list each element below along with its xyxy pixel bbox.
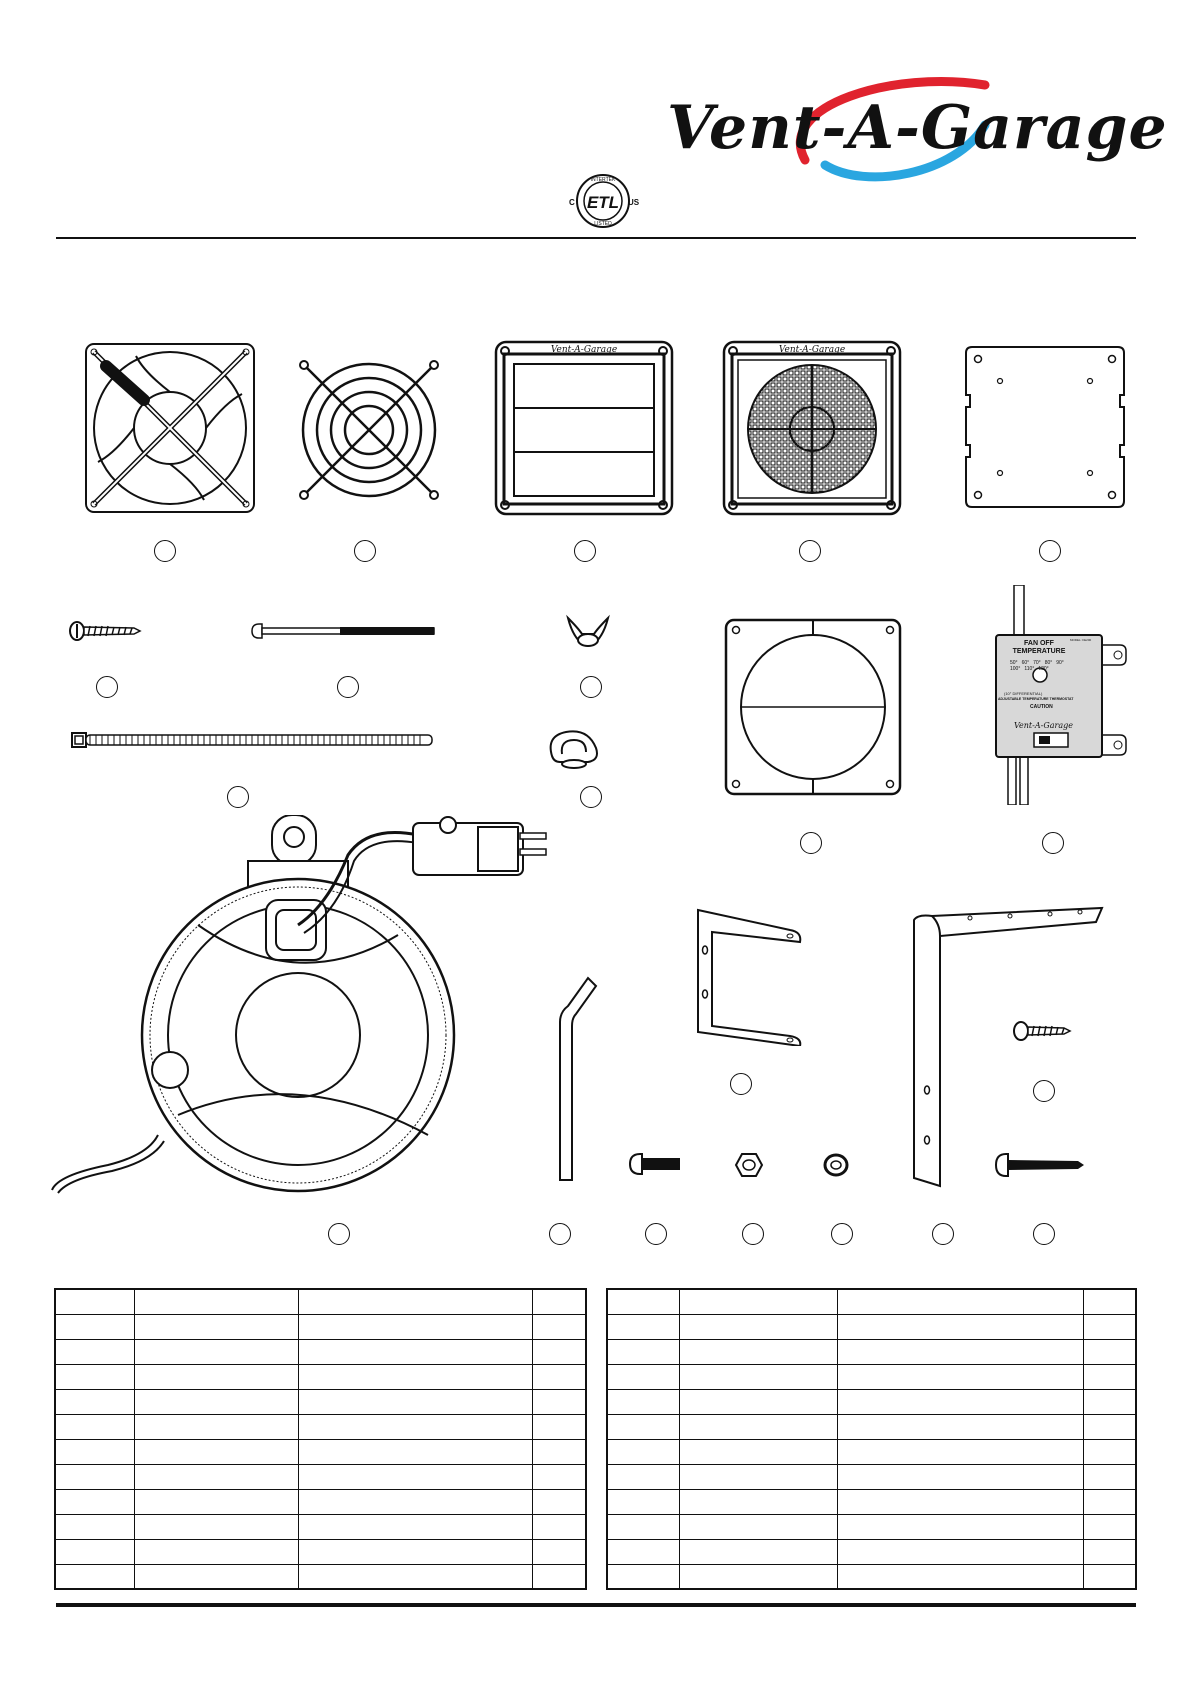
etl-listed-mark: ETL INTERTEK LISTED C US bbox=[566, 168, 640, 234]
callout-circle bbox=[799, 540, 821, 562]
table-row bbox=[606, 1388, 1137, 1415]
thermostat-caution: CAUTION bbox=[1030, 704, 1053, 710]
callout-circle bbox=[1039, 540, 1061, 562]
filter-brand-text: Vent-A-Garage bbox=[779, 345, 845, 355]
l-bracket-icon bbox=[913, 906, 1104, 1188]
hex-nut-icon bbox=[734, 1153, 764, 1177]
parts-table-right bbox=[606, 1288, 1137, 1590]
etl-ring-text-bottom: LISTED bbox=[594, 221, 612, 227]
logo-swoosh bbox=[795, 77, 990, 182]
table-row bbox=[54, 1513, 587, 1540]
parts-table-left bbox=[54, 1288, 587, 1590]
table-row bbox=[54, 1538, 587, 1565]
fan-icon bbox=[85, 343, 255, 513]
thermostat-title: FAN OFF TEMPERATURE bbox=[1012, 640, 1066, 655]
table-row bbox=[54, 1388, 587, 1415]
table-row bbox=[606, 1338, 1137, 1365]
brand-logo: Vent-A-Garage bbox=[655, 65, 1167, 185]
short-screw-icon bbox=[628, 1153, 680, 1175]
table-row bbox=[54, 1313, 587, 1340]
table-row bbox=[606, 1563, 1137, 1590]
wood-screw-icon bbox=[69, 621, 142, 641]
cable-clamp-icon bbox=[549, 730, 598, 769]
table-row bbox=[606, 1438, 1137, 1465]
lock-washer-icon bbox=[823, 1153, 849, 1177]
finger-guard-icon bbox=[299, 360, 439, 500]
table-row bbox=[54, 1288, 587, 1315]
callout-circle bbox=[1033, 1223, 1055, 1245]
table-row bbox=[54, 1463, 587, 1490]
thermostat-scale: 50°60°70°80°90°100°110°120° bbox=[1010, 660, 1064, 672]
table-row bbox=[54, 1563, 587, 1590]
cable-tie-icon bbox=[71, 732, 433, 748]
callout-circle bbox=[800, 832, 822, 854]
footer-rule bbox=[56, 1603, 1136, 1607]
callout-circle bbox=[574, 540, 596, 562]
table-row bbox=[606, 1363, 1137, 1390]
parts-table-body bbox=[54, 1288, 587, 1590]
logo-text: Vent-A-Garage bbox=[667, 93, 1168, 163]
thermostat-brand: Vent-A-Garage bbox=[1014, 721, 1073, 730]
callout-circle bbox=[580, 786, 602, 808]
callout-circle bbox=[831, 1223, 853, 1245]
callout-circle bbox=[354, 540, 376, 562]
table-row bbox=[606, 1413, 1137, 1440]
thermostat-differential: (10° DIFFERENTIAL) bbox=[1004, 691, 1043, 696]
long-bracket-screw-icon bbox=[994, 1153, 1084, 1177]
thermostat-icon: FAN OFF TEMPERATURE MODEL: FE200 50°60°7… bbox=[990, 585, 1130, 805]
callout-circle bbox=[742, 1223, 764, 1245]
callout-circle bbox=[227, 786, 249, 808]
header-rule bbox=[56, 237, 1136, 239]
etl-right: US bbox=[628, 198, 640, 207]
callout-circle bbox=[337, 676, 359, 698]
callout-circle bbox=[580, 676, 602, 698]
callout-circle bbox=[932, 1223, 954, 1245]
thermostat-subtitle: ADJUSTABLE TEMPERATURE THERMOSTAT bbox=[998, 697, 1074, 701]
table-row bbox=[606, 1463, 1137, 1490]
etl-ring-text: INTERTEK bbox=[591, 177, 616, 183]
hex-key-icon bbox=[559, 976, 598, 1181]
u-bracket-icon bbox=[697, 908, 802, 1046]
bracket-screw-icon bbox=[1013, 1021, 1072, 1041]
table-row bbox=[54, 1338, 587, 1365]
etl-left: C bbox=[569, 198, 575, 207]
louver-brand-text: Vent-A-Garage bbox=[551, 345, 617, 355]
callout-circle bbox=[730, 1073, 752, 1095]
thermostat-model: MODEL: FE200 bbox=[1070, 638, 1092, 642]
table-row bbox=[606, 1538, 1137, 1565]
table-row bbox=[606, 1288, 1137, 1315]
callout-circle bbox=[1042, 832, 1064, 854]
callout-circle bbox=[154, 540, 176, 562]
table-row bbox=[606, 1488, 1137, 1515]
table-row bbox=[54, 1488, 587, 1515]
frame-plate-icon bbox=[724, 618, 902, 796]
table-row bbox=[606, 1313, 1137, 1340]
mounting-plate-icon bbox=[965, 346, 1125, 508]
table-row bbox=[54, 1438, 587, 1465]
callout-circle bbox=[328, 1223, 350, 1245]
table-row bbox=[606, 1513, 1137, 1540]
callout-circle bbox=[645, 1223, 667, 1245]
etl-mark: ETL bbox=[587, 193, 619, 212]
table-row bbox=[54, 1363, 587, 1390]
wing-nut-icon bbox=[566, 614, 610, 647]
filter-vent-icon: Vent-A-Garage bbox=[722, 340, 902, 516]
callout-circle bbox=[549, 1223, 571, 1245]
long-machine-screw-icon bbox=[251, 623, 435, 639]
callout-circle bbox=[96, 676, 118, 698]
cord-reel-icon bbox=[51, 815, 547, 1194]
louver-vent-icon: Vent-A-Garage bbox=[494, 340, 674, 516]
parts-table-body bbox=[606, 1288, 1137, 1590]
table-row bbox=[54, 1413, 587, 1440]
callout-circle bbox=[1033, 1080, 1055, 1102]
